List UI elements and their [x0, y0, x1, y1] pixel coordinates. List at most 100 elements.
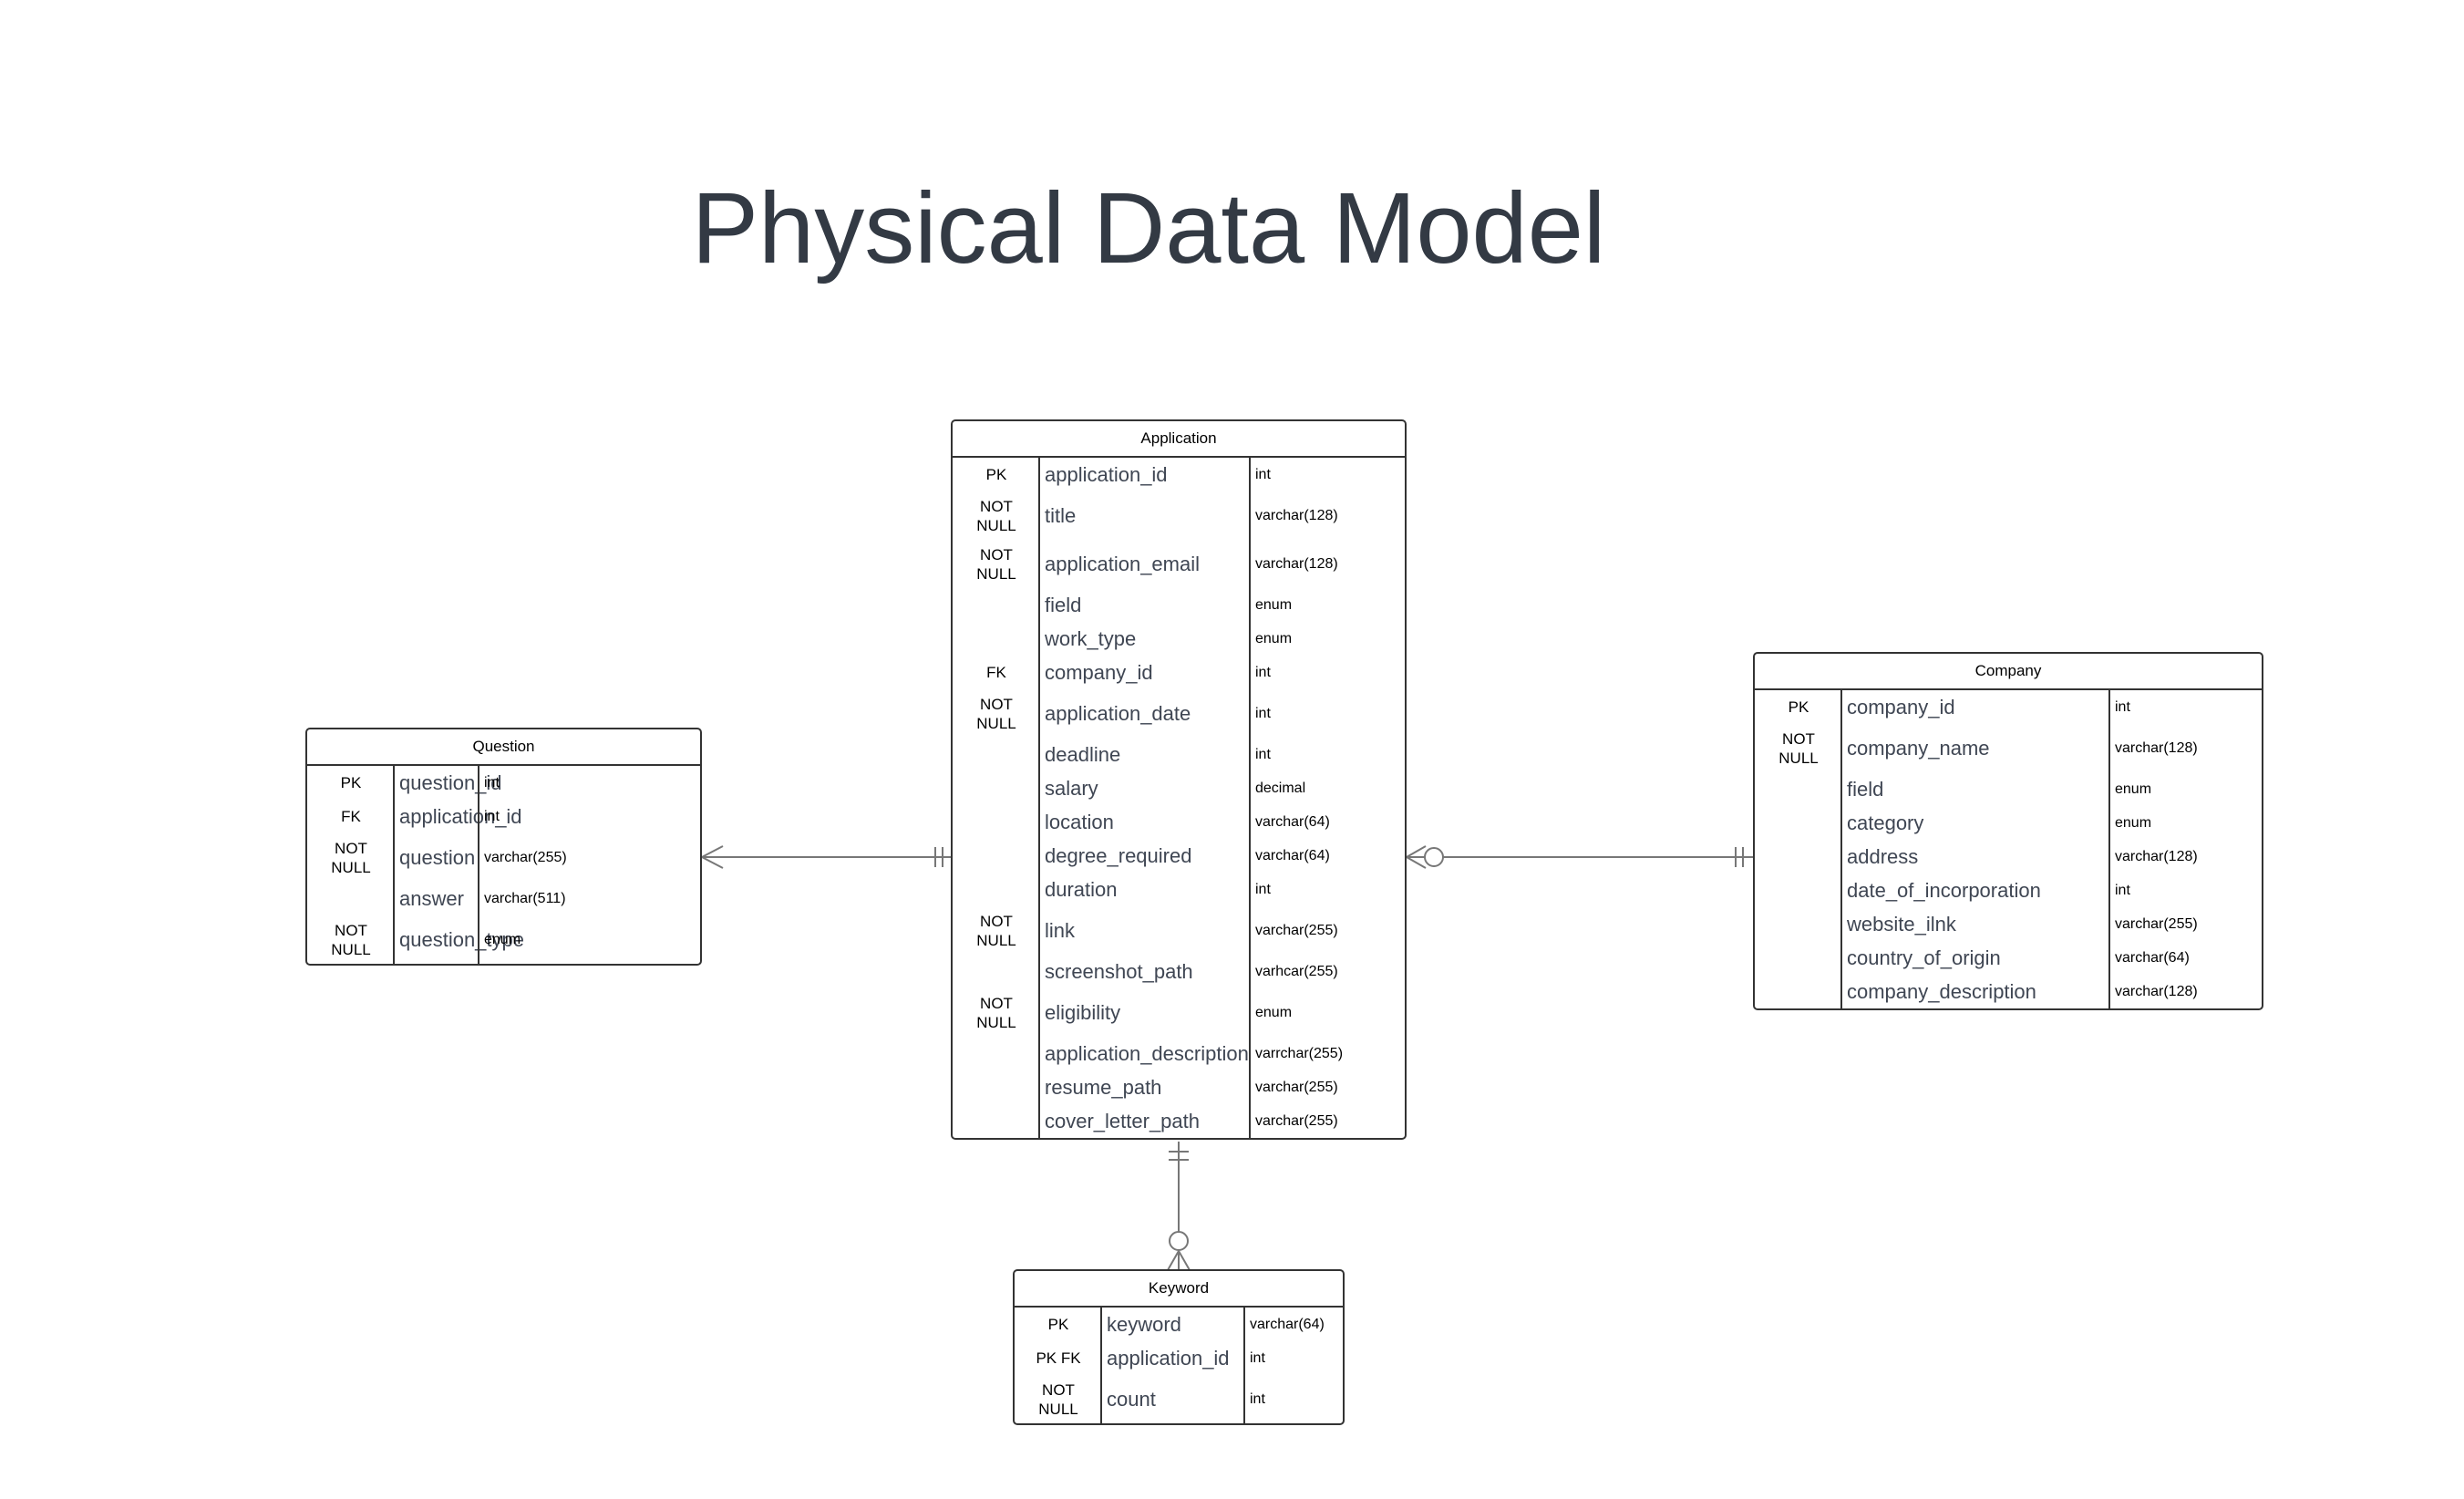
column-name: country_of_origin — [1847, 946, 2001, 969]
column-name: link — [1045, 918, 1076, 942]
column-type: varchar(64) — [1255, 847, 1330, 863]
column-divider — [1100, 1308, 1102, 1423]
column-key-constraint: NOT NULL — [331, 921, 371, 958]
column-name: application_description — [1045, 1041, 1249, 1065]
column-type: varchar(128) — [2115, 739, 2198, 756]
column-key-constraint: NOT NULL — [976, 912, 1016, 949]
column-key-constraint: PK — [985, 466, 1007, 483]
column-type: int — [484, 808, 500, 824]
relationship-application-company[interactable] — [1406, 845, 1753, 869]
table-row[interactable]: PK application_id int — [953, 458, 1405, 491]
table-row[interactable]: application_description varrchar(255) — [953, 1037, 1405, 1070]
column-key-constraint: NOT NULL — [976, 695, 1016, 732]
column-name: company_id — [1847, 695, 1955, 718]
column-name: keyword — [1107, 1312, 1181, 1336]
column-name: company_id — [1045, 660, 1153, 684]
column-divider — [393, 766, 395, 964]
column-name: resume_path — [1045, 1075, 1162, 1099]
column-name: application_date — [1045, 701, 1191, 725]
column-name: deadline — [1045, 742, 1121, 766]
column-type: int — [1250, 1390, 1265, 1407]
column-divider — [1249, 458, 1251, 1138]
column-name: location — [1045, 810, 1114, 833]
column-name: salary — [1045, 776, 1098, 800]
column-key-constraint: FK — [341, 808, 361, 825]
column-type: varchar(255) — [1255, 1079, 1338, 1095]
column-type: varrchar(255) — [1255, 1045, 1344, 1061]
table-row[interactable]: work_type enum — [953, 622, 1405, 656]
column-type: int — [1250, 1349, 1265, 1366]
column-type: varchar(255) — [1255, 922, 1338, 938]
column-name: application_id — [1107, 1346, 1230, 1370]
column-type: varchar(255) — [484, 849, 567, 865]
column-name: question — [399, 845, 476, 869]
column-key-constraint: PK — [1788, 698, 1809, 716]
table-row[interactable]: NOT NULL link varchar(255) — [953, 906, 1405, 955]
table-row[interactable]: location varchar(64) — [953, 805, 1405, 839]
column-key-constraint: NOT NULL — [1778, 729, 1819, 767]
table-row[interactable]: deadline int — [953, 738, 1405, 771]
column-key-constraint: NOT NULL — [1038, 1380, 1078, 1418]
column-key-constraint: PK — [340, 774, 362, 791]
column-type: varchar(64) — [1255, 813, 1330, 830]
table-row[interactable]: country_of_origin varchar(64) — [1755, 941, 2262, 975]
table-row[interactable]: resume_path varchar(255) — [953, 1070, 1405, 1104]
column-type: varhcar(255) — [1255, 963, 1338, 979]
column-type: varchar(64) — [1250, 1316, 1325, 1332]
column-type: int — [1255, 664, 1271, 680]
column-name: category — [1847, 811, 1924, 834]
column-name: question_id — [399, 770, 502, 794]
column-type: enum — [1255, 630, 1293, 646]
column-name: work_type — [1045, 626, 1137, 650]
column-name: company_name — [1847, 736, 1990, 760]
column-type: enum — [484, 931, 521, 947]
column-type: varchar(64) — [2115, 949, 2190, 966]
column-type: int — [1255, 466, 1271, 482]
column-key-constraint: NOT NULL — [976, 545, 1016, 583]
column-type: enum — [2115, 781, 2152, 797]
column-name: application_id — [1045, 462, 1168, 486]
column-name: application_id — [399, 804, 522, 828]
table-row[interactable]: NOT NULL company_name varchar(128) — [1755, 724, 2262, 772]
column-divider — [1038, 458, 1040, 1138]
relationship-application-keyword[interactable] — [1167, 1142, 1191, 1271]
column-type: int — [1255, 746, 1271, 762]
column-type: varchar(128) — [1255, 507, 1338, 523]
relationship-question-application[interactable] — [701, 845, 951, 869]
column-name: question_type — [399, 927, 524, 951]
